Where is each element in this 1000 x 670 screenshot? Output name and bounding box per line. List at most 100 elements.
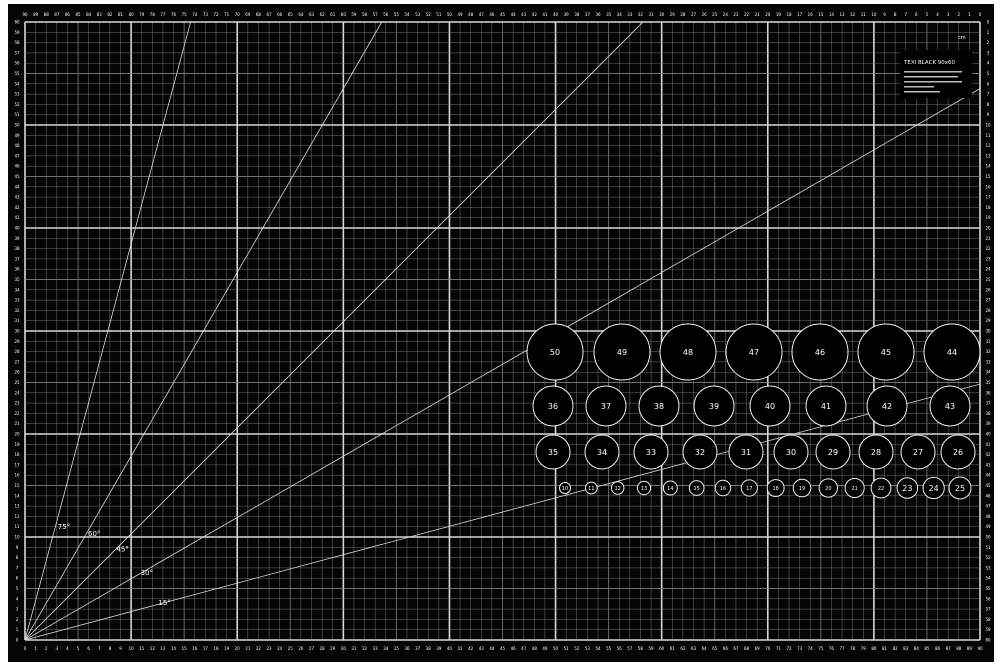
circle-label: 47 [749,348,759,357]
ruler-number-bottom: 8 [109,646,112,651]
angle-line-30 [24,88,981,641]
circle-template [857,323,915,381]
ruler-number-bottom: 36 [404,646,410,651]
ruler-number-top: 7 [904,12,907,17]
ruler-number-top: 68 [256,12,262,17]
circle-label: 50 [550,348,560,357]
ruler-number-bottom: 50 [553,646,559,651]
ruler-number-bottom: 48 [532,646,538,651]
ruler-number-right: 48 [985,514,991,519]
ruler-number-top: 32 [638,12,644,17]
ruler-number-left: 6 [16,576,19,581]
circle-template [923,323,981,381]
ruler-number-bottom: 85 [924,646,930,651]
circle-template [929,385,971,427]
ruler-number-bottom: 72 [786,646,792,651]
circle-label: 16 [720,486,726,492]
ruler-number-right: 54 [985,576,991,581]
ruler-number-right: 39 [985,421,991,426]
ruler-number-right: 27 [985,298,991,303]
circle-template [593,323,651,381]
ruler-number-right: 55 [985,586,991,591]
ruler-number-top: 58 [362,12,368,17]
circle-template [870,477,892,499]
ruler-number-bottom: 49 [542,646,548,651]
ruler-number-top: 49 [458,12,464,17]
ruler-number-left: 35 [14,277,20,282]
circle-label: 20 [825,486,831,492]
circle-label: 36 [548,402,558,411]
ruler-number-bottom: 13 [160,646,166,651]
ruler-number-bottom: 6 [87,646,90,651]
ruler-number-bottom: 54 [595,646,601,651]
ruler-number-left: 25 [14,380,20,385]
ruler-number-bottom: 53 [585,646,591,651]
ruler-number-top: 33 [627,12,633,17]
circle-template [532,385,574,427]
ruler-number-top: 79 [139,12,145,17]
ruler-number-right: 53 [985,565,991,570]
ruler-number-right: 45 [985,483,991,488]
ruler-number-left: 30 [14,329,20,334]
ruler-number-bottom: 33 [373,646,379,651]
ruler-number-left: 33 [14,298,20,303]
circle-label: 42 [882,402,892,411]
ruler-number-top: 75 [182,12,188,17]
ruler-number-top: 46 [489,12,495,17]
circle-template [766,479,785,497]
ruler-number-left: 55 [14,71,20,76]
ruler-number-bottom: 59 [649,646,655,651]
ruler-number-right: 21 [985,236,991,241]
circle-template [638,385,680,427]
ruler-number-bottom: 51 [564,646,570,651]
ruler-number-bottom: 67 [733,646,739,651]
circle-template [662,480,678,496]
ruler-number-top: 34 [617,12,623,17]
circle-template [844,477,865,499]
ruler-number-right: 24 [985,267,991,272]
ruler-number-left: 48 [14,143,20,148]
ruler-number-bottom: 84 [914,646,920,651]
ruler-number-right: 14 [985,164,991,169]
ruler-number-top: 51 [436,12,442,17]
ruler-number-bottom: 21 [245,646,251,651]
circle-label: 24 [929,484,939,493]
ruler-number-left: 22 [14,411,20,416]
ruler-number-bottom: 70 [765,646,771,651]
ruler-number-left: 32 [14,308,20,313]
ruler-number-bottom: 12 [150,646,156,651]
ruler-number-bottom: 14 [171,646,177,651]
ruler-number-top: 41 [542,12,548,17]
ruler-number-bottom: 35 [394,646,400,651]
ruler-number-top: 17 [797,12,803,17]
ruler-number-bottom: 87 [946,646,952,651]
circle-template [559,482,571,494]
ruler-number-bottom: 81 [882,646,888,651]
ruler-number-top: 65 [288,12,294,17]
ruler-number-left: 47 [14,153,20,158]
ruler-number-right: 17 [985,195,991,200]
ruler-number-left: 42 [14,205,20,210]
ruler-number-top: 56 [383,12,389,17]
ruler-number-bottom: 17 [203,646,209,651]
ruler-number-left: 40 [14,226,20,231]
ruler-number-top: 9 [883,12,886,17]
circle-label: 35 [548,448,558,457]
circle-label: 37 [601,402,611,411]
ruler-number-left: 5 [16,586,19,591]
ruler-number-right: 38 [985,411,991,416]
ruler-number-top: 31 [649,12,655,17]
circle-template [636,480,652,496]
ruler-number-top: 89 [33,12,39,17]
circle-label: 14 [667,486,673,492]
ruler-number-top: 22 [744,12,750,17]
ruler-number-left: 51 [14,112,20,117]
circle-template [815,434,851,470]
ruler-number-bottom: 0 [24,646,27,651]
label-line [904,76,958,78]
circle-label: 11 [588,486,594,492]
ruler-number-top: 24 [723,12,729,17]
ruler-number-top: 12 [850,12,856,17]
circle-label: 21 [851,486,857,492]
